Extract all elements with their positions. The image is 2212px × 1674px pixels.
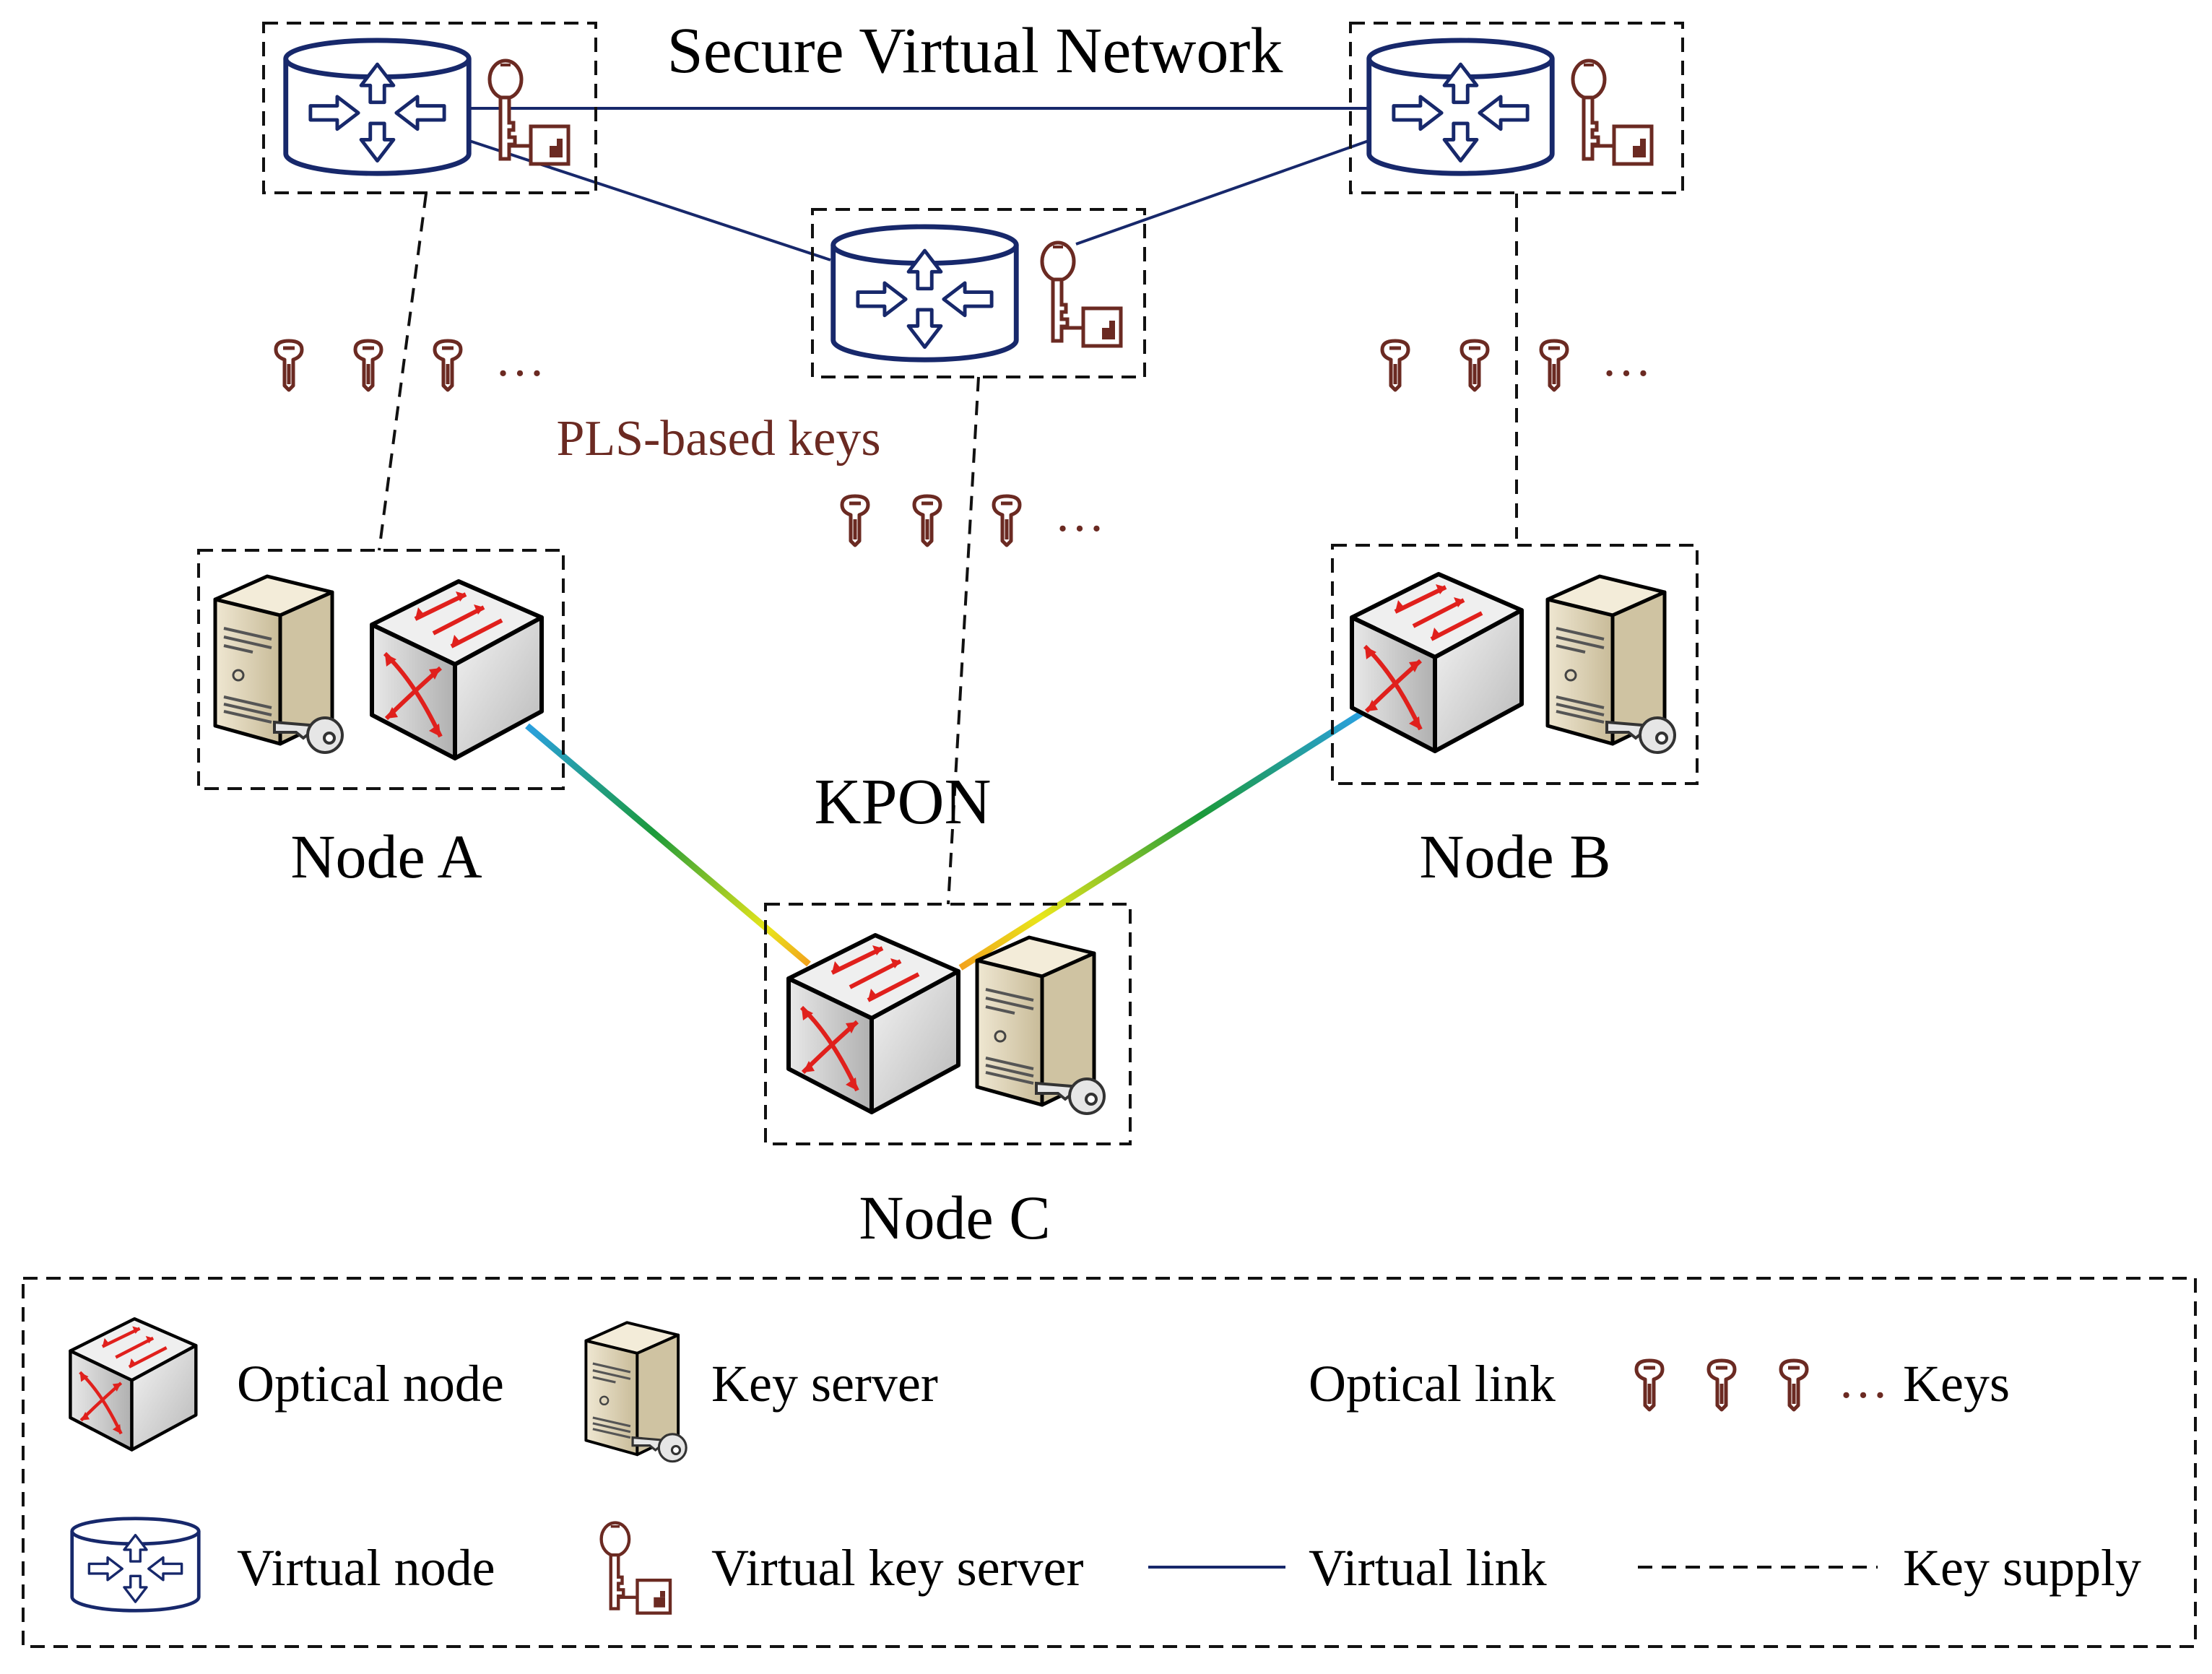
optical-link-c-b: [958, 711, 1363, 971]
legend-optical-node-icon: [70, 1319, 196, 1449]
key-icon: [435, 341, 461, 390]
legend-box: [22, 1277, 2197, 1648]
virtual-node-box-center: [811, 208, 1146, 378]
key-icon: [914, 496, 940, 545]
key-icon: [994, 496, 1020, 545]
key-supply-line-c: [947, 376, 980, 905]
legend-virtual-link-label: Virtual link: [1309, 1539, 1547, 1597]
key-icon: [1462, 341, 1488, 390]
node-c-box: [764, 903, 1132, 1145]
keys-ellipsis: …: [495, 331, 545, 387]
key-icon: [842, 496, 868, 545]
legend-key-server-label: Key server: [711, 1355, 938, 1413]
pls-keys-label: PLS-based keys: [556, 411, 880, 467]
virtual-link-left: [469, 139, 831, 261]
node-a-label: Node A: [290, 822, 482, 891]
key-icon: [1541, 341, 1567, 390]
kpon-label: KPON: [814, 766, 991, 838]
legend-virtual-node-icon: [72, 1519, 199, 1611]
virtual-link-right: [1075, 139, 1369, 246]
legend-keys-label: Keys: [1903, 1355, 2010, 1413]
key-supply-line-a: [378, 193, 428, 551]
legend-virtual-key-server-label: Virtual key server: [711, 1539, 1083, 1597]
virtual-key-server-icon: [1573, 61, 1652, 164]
keys-ellipsis: …: [1054, 487, 1105, 542]
key-icon: [1709, 1361, 1735, 1410]
key-icon: [355, 341, 381, 390]
virtual-node-icon: [833, 227, 1017, 360]
node-a-box: [197, 549, 565, 790]
legend-key-server-icon: [584, 1321, 688, 1463]
legend-optical-node-label: Optical node: [237, 1355, 504, 1413]
node-c-label: Node C: [859, 1183, 1050, 1252]
virtual-key-server-icon: [490, 61, 568, 164]
legend-virtual-node-label: Virtual node: [237, 1539, 495, 1597]
key-icon: [276, 341, 302, 390]
optical-node-icon: [789, 935, 958, 1112]
legend-virtual-key-server-icon: [602, 1523, 670, 1613]
optical-node-icon: [372, 581, 542, 758]
key-server-icon: [1548, 576, 1675, 753]
keys-ellipsis: …: [1601, 331, 1652, 387]
key-icon: [1781, 1361, 1807, 1410]
optical-node-icon: [1352, 574, 1522, 751]
legend-key-supply-label: Key supply: [1903, 1539, 2141, 1597]
virtual-node-icon: [286, 40, 469, 173]
key-server-icon: [215, 576, 342, 753]
legend-optical-link-label: Optical link: [1309, 1355, 1556, 1413]
virtual-node-icon: [1369, 40, 1553, 173]
keys-row-left: …: [276, 331, 545, 390]
node-b-label: Node B: [1419, 822, 1610, 891]
virtual-node-box-right: [1349, 22, 1684, 194]
virtual-key-server-icon: [1042, 243, 1121, 346]
virtual-node-box-left: [262, 22, 597, 194]
legend-keys-ellipsis: …: [1838, 1353, 1888, 1409]
keys-row-right: …: [1382, 331, 1652, 390]
optical-link-a-c: [525, 723, 811, 967]
key-icon: [1636, 1361, 1662, 1410]
node-b-box: [1331, 544, 1699, 785]
keys-row-center: …: [842, 487, 1105, 545]
key-icon: [1382, 341, 1408, 390]
network-title: Secure Virtual Network: [667, 15, 1283, 87]
key-server-icon: [977, 937, 1104, 1114]
